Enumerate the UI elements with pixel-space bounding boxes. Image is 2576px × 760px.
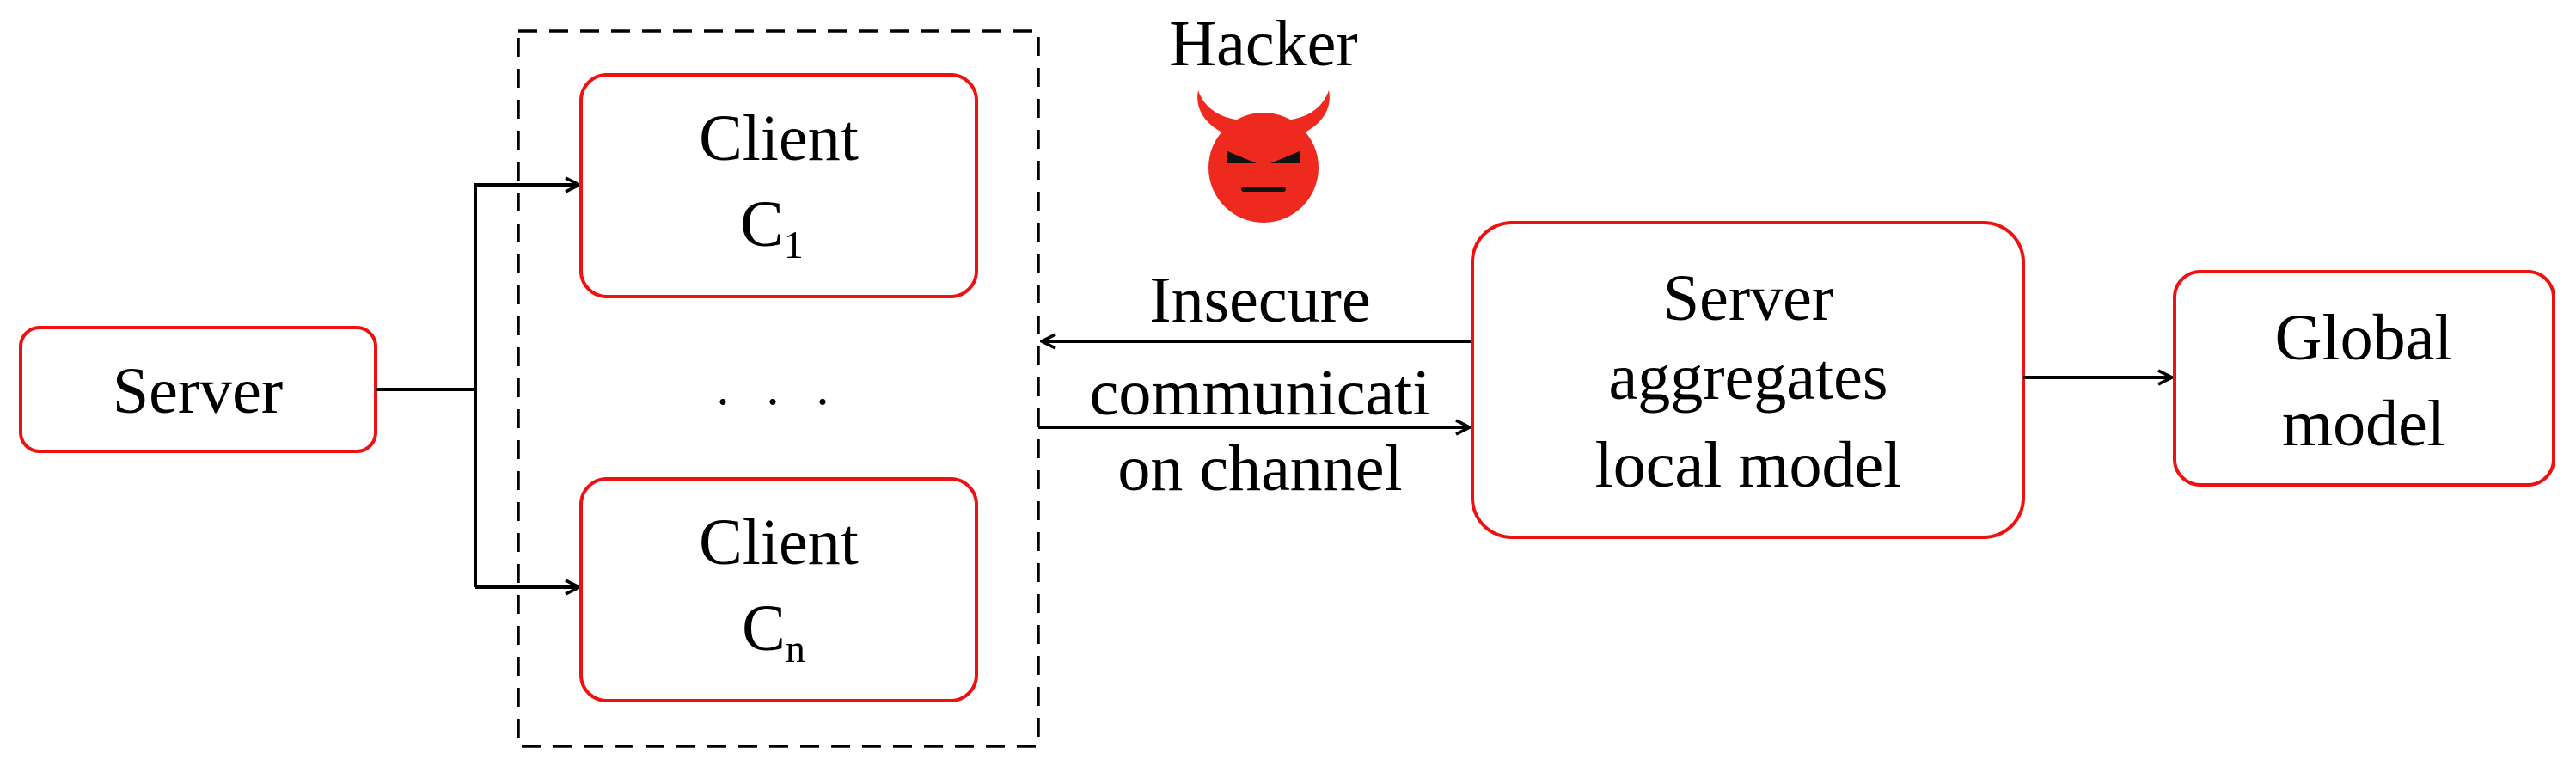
global-model-line-2: model [2282, 388, 2445, 460]
hacker-label: Hacker [1169, 8, 1357, 80]
client-1-box [579, 73, 978, 298]
aggregator-line-1: Server [1663, 262, 1833, 334]
client-1-symbol-letter: C [740, 188, 784, 260]
client-1-node: Client C1 [579, 73, 978, 298]
client-n-symbol: Cn [742, 592, 805, 671]
client-1-label: Client [699, 102, 859, 175]
server-label: Server [113, 355, 283, 427]
client-n-node: Client Cn [579, 477, 978, 702]
client-n-box [579, 477, 978, 702]
hacker-node: Hacker [1169, 8, 1358, 223]
channel-line-2: communicati [1090, 357, 1431, 429]
client-n-subscript: n [786, 627, 805, 671]
client-1-symbol: C1 [740, 188, 804, 267]
server-to-clients-edges [376, 183, 579, 587]
devil-face-icon [1197, 90, 1330, 223]
client-n-label: Client [699, 506, 859, 579]
insecure-channel-label: Insecure communicati on channel [1090, 264, 1431, 505]
aggregator-line-2: aggregates [1609, 341, 1888, 414]
channel-line-1: Insecure [1149, 264, 1370, 336]
clients-ellipsis: . . . [717, 359, 841, 415]
global-model-line-1: Global [2275, 302, 2453, 374]
server-node: Server [19, 326, 377, 453]
global-model-box [2173, 270, 2555, 487]
clients-group-box [517, 29, 1040, 748]
global-model-node: Global model [2173, 270, 2555, 487]
client-n-symbol-letter: C [742, 592, 786, 665]
client-1-subscript: 1 [784, 223, 804, 267]
aggregator-node: Server aggregates local model [1471, 221, 2025, 539]
aggregator-line-3: local model [1595, 429, 1902, 501]
aggregator-box [1471, 221, 2025, 539]
channel-line-3: on channel [1117, 432, 1402, 505]
